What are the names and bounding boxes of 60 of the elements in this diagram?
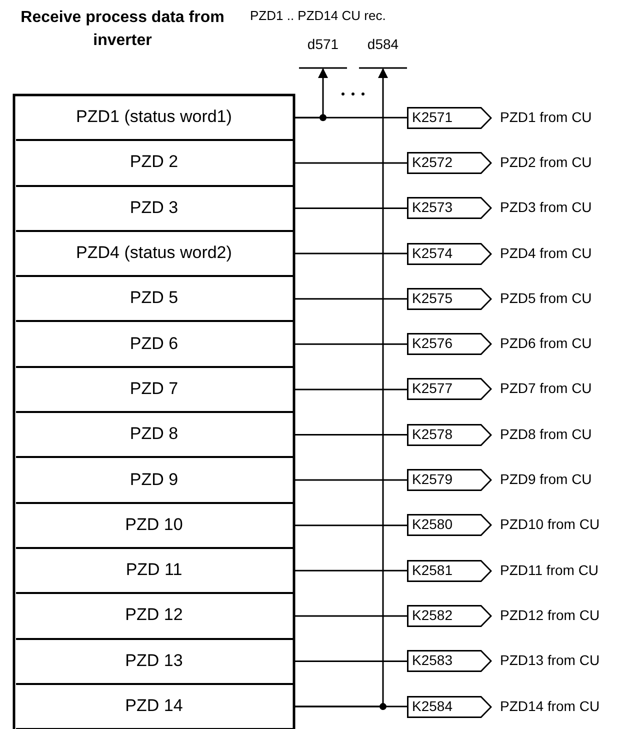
connector-line (294, 434, 407, 436)
connector-tag: K2577 (407, 378, 492, 400)
signal-label: PZD3 from CU (500, 199, 592, 216)
connector-line (294, 208, 407, 209)
connector-line (294, 524, 407, 526)
title: Receive process data from inverter (20, 8, 226, 51)
signal-name: PZD 5 (130, 288, 178, 308)
connector-tag: K2572 (407, 152, 492, 174)
signal-name: PZD 13 (125, 650, 183, 671)
signal-name: PZD 12 (125, 605, 183, 626)
connector-tag: K2583 (407, 650, 492, 672)
parameter-number: d584 (363, 36, 403, 52)
connector-tag: K2584 (407, 696, 492, 718)
signal-label: PZD12 from CU (500, 606, 600, 623)
signal-name: PZD 7 (130, 378, 178, 399)
signal-label: PZD1 from CU (500, 108, 592, 125)
signal-label: PZD13 from CU (500, 652, 600, 668)
signal-name: PZD 10 (125, 514, 183, 535)
signal-label: PZD10 from CU (500, 516, 600, 532)
parameter-number: d571 (303, 36, 343, 52)
connector-tag: K2575 (407, 288, 492, 310)
signal-label: PZD9 from CU (500, 471, 592, 488)
signal-name: PZD1 (status word1) (76, 107, 232, 128)
connector-tag: K2578 (407, 424, 492, 446)
connector-tag: K2576 (407, 333, 492, 356)
connector-tag: K2580 (407, 514, 492, 536)
connector-tag: K2579 (407, 469, 492, 492)
connector-line (294, 388, 407, 390)
signal-name: PZD 11 (126, 560, 182, 580)
group-label: PZD1 .. PZD14 CU rec. (250, 8, 386, 23)
connector-line (294, 660, 407, 662)
signal-name: PZD 9 (130, 470, 178, 490)
signal-label: PZD6 from CU (500, 335, 592, 352)
signal-name: PZD 2 (130, 152, 178, 172)
signal-name: PZD 8 (130, 424, 178, 444)
connector-line (294, 615, 407, 617)
signal-label: PZD14 from CU (500, 698, 600, 714)
connector-tag: K2582 (407, 604, 492, 627)
signal-label: PZD5 from CU (500, 290, 592, 306)
signal-name: PZD 14 (125, 696, 183, 716)
connector-line (294, 570, 407, 572)
signal-label: PZD11 from CU (500, 562, 599, 578)
arrow (294, 68, 328, 118)
signal-label: PZD2 from CU (500, 154, 592, 170)
connector-tag: K2581 (407, 560, 492, 582)
connector-tag: K2574 (407, 242, 492, 265)
connector-line (294, 479, 407, 481)
connector-line (294, 162, 407, 164)
signal-label: PZD8 from CU (500, 426, 592, 442)
connector-line (294, 252, 407, 254)
connector-tag: K2573 (407, 197, 492, 220)
signal-label: PZD4 from CU (500, 244, 592, 261)
connector-line (294, 343, 407, 345)
arrow (294, 68, 388, 708)
signal-name: PZD 3 (130, 198, 178, 218)
connector-line (294, 298, 407, 300)
signal-name: PZD4 (status word2) (76, 243, 232, 264)
signal-name: PZD 6 (130, 334, 178, 354)
signal-label: PZD7 from CU (500, 380, 592, 396)
connector-tag: K2571 (407, 106, 492, 129)
